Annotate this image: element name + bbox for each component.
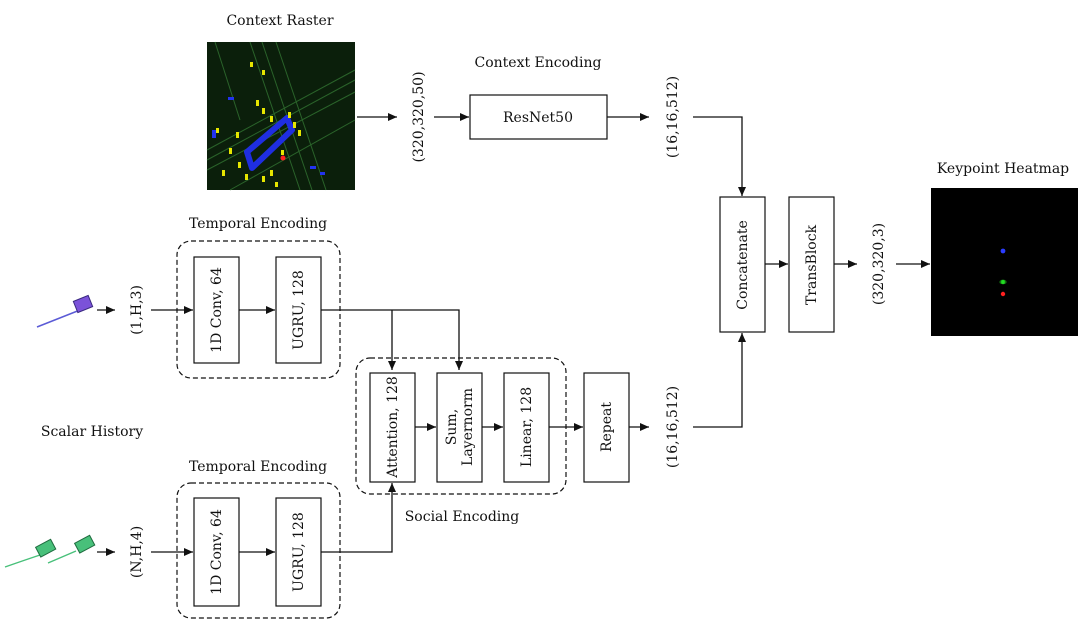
layernorm-label: Layernorm (460, 388, 476, 466)
keypoint-heatmap-title: Keypoint Heatmap (937, 161, 1069, 177)
context-raster-image (206, 41, 356, 191)
arrow-resnet-to-concat (693, 116, 746, 196)
arrow-repeat-to-concat (693, 333, 746, 428)
arrow-ugru-bottom-to-attention (321, 483, 396, 553)
agent-vehicles-icon (4, 534, 96, 568)
concatenate-label: Concatenate (735, 220, 751, 310)
temporal-encoding-bottom-title: Temporal Encoding (189, 459, 327, 475)
attention-block (369, 372, 416, 483)
repeat-block (583, 372, 630, 483)
temporal-encoding-top-title: Temporal Encoding (189, 216, 327, 232)
ugru-bottom-label: UGRU, 128 (291, 512, 307, 592)
ugru-top-label: UGRU, 128 (291, 270, 307, 350)
linear-label: Linear, 128 (519, 387, 535, 467)
agents-input-shape: (N,H,4) (129, 526, 145, 578)
heatmap-output-shape: (320,320,3) (871, 223, 887, 305)
resnet-output-shape: (16,16,512) (665, 76, 681, 158)
context-raster-title: Context Raster (226, 13, 333, 29)
keypoint-heatmap-image (931, 188, 1078, 336)
arrow-ugru-top-to-sum (321, 309, 463, 370)
ego-input-shape: (1,H,3) (129, 285, 145, 335)
social-encoding-title: Social Encoding (405, 509, 520, 525)
transblock-label: TransBlock (804, 224, 820, 305)
resnet50-label: ResNet50 (503, 110, 573, 126)
concatenate-block (719, 196, 766, 333)
context-encoding-title: Context Encoding (475, 55, 602, 71)
ugru-bottom-block (275, 497, 322, 607)
sum-layernorm-block (436, 372, 483, 483)
attention-label: Attention, 128 (385, 376, 401, 479)
scalar-history-title: Scalar History (41, 424, 143, 440)
ugru-top-block (275, 256, 322, 364)
conv-top-block (193, 256, 240, 364)
conv-bottom-label: 1D Conv, 64 (209, 509, 225, 595)
resnet50-block (469, 94, 608, 140)
repeat-output-shape: (16,16,512) (665, 386, 681, 468)
transblock-block (788, 196, 835, 333)
ego-vehicle-icon (36, 294, 94, 328)
raster-input-shape: (320,320,50) (411, 71, 427, 162)
conv-top-label: 1D Conv, 64 (209, 267, 225, 353)
social-encoding-group (355, 357, 567, 495)
repeat-label: Repeat (599, 402, 615, 452)
sum-label: Sum, (444, 409, 460, 445)
temporal-encoding-bottom-group (176, 482, 341, 619)
conv-bottom-block (193, 497, 240, 607)
